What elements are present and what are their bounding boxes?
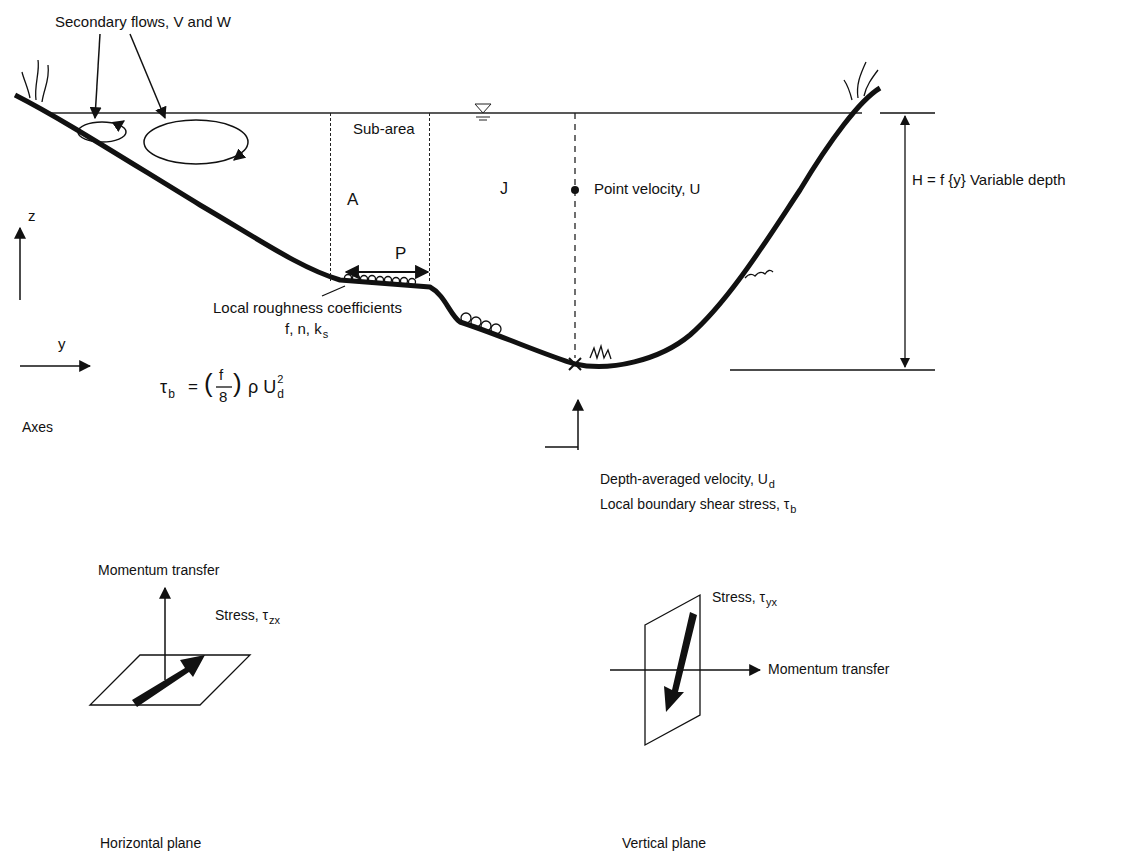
equation-symbol: ) <box>233 369 242 398</box>
vertical-plane <box>610 595 760 745</box>
axis-label: y <box>58 336 66 353</box>
equation-symbol: = <box>188 378 198 397</box>
subscript: b <box>168 388 175 401</box>
annotation: Momentum transfer <box>768 662 889 677</box>
point-velocity-dot <box>571 186 579 194</box>
subscript: b <box>790 503 796 515</box>
annotation: Depth-averaged velocity, U <box>600 472 768 487</box>
vegetation <box>22 60 878 102</box>
equation-symbol: ( <box>204 369 213 398</box>
superscript: 2 <box>277 373 283 385</box>
channel-bed <box>15 88 880 366</box>
figure-caption: Horizontal plane <box>100 836 201 851</box>
figure-caption: Vertical plane <box>622 836 706 851</box>
equation-symbol: τ <box>160 378 167 398</box>
roughness-elements <box>345 270 774 359</box>
annotation: Secondary flows, V and W <box>55 14 231 31</box>
annotation: Local boundary shear stress, τ <box>600 497 789 512</box>
annotation: Local roughness coefficients <box>213 300 402 317</box>
dimension-label: H = f {y} Variable depth <box>912 172 1066 189</box>
leader-line <box>322 286 345 296</box>
horizontal-plane <box>90 588 250 707</box>
symbol-label: P <box>395 245 406 264</box>
pointer-arrow <box>577 400 579 450</box>
perimeter-arrow <box>346 271 428 273</box>
equation-symbol: f <box>219 367 223 384</box>
z-axis <box>19 228 21 300</box>
equation-symbol: 8 <box>219 389 227 406</box>
water-symbol <box>475 104 491 120</box>
subscript: yx <box>766 596 777 608</box>
equation-symbol: ρ U <box>248 378 276 398</box>
depth-dimension <box>730 113 935 370</box>
subscript: d <box>277 388 284 401</box>
annotation: f, n, k <box>285 321 322 338</box>
axis-label: z <box>28 208 36 225</box>
vertical-dashed <box>574 113 575 358</box>
subscript: d <box>769 478 775 490</box>
subscript: s <box>323 328 329 340</box>
annotation: Point velocity, U <box>594 181 700 198</box>
fraction-bar <box>216 386 232 387</box>
region-label: Sub-area <box>353 121 415 138</box>
symbol-label: A <box>347 191 358 210</box>
point-label: J <box>500 180 508 198</box>
sub-area-box: Sub-areaA P <box>330 113 430 281</box>
bed-point-cross <box>569 358 581 370</box>
water-surface <box>45 112 862 114</box>
axis-title: Axes <box>22 420 53 435</box>
secondary-flow-loops <box>78 34 248 164</box>
annotation: Stress, τ <box>215 608 268 623</box>
subscript: zx <box>269 614 280 626</box>
annotation: Momentum transfer <box>98 563 219 578</box>
annotation: Stress, τ <box>712 590 765 605</box>
y-axis <box>20 365 90 367</box>
pointer-tick <box>545 446 578 448</box>
